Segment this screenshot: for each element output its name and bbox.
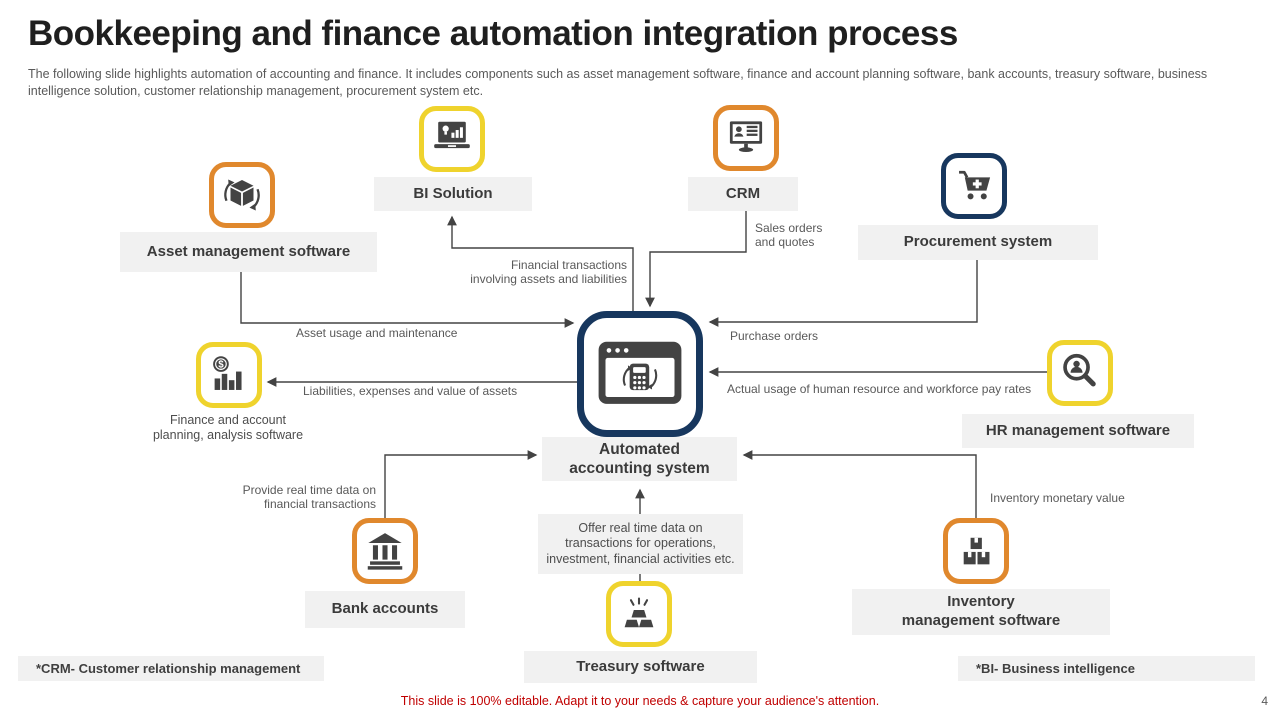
edge-label-financial-transactions: Financial transactions involving assets …	[470, 258, 627, 287]
edge-label-sales-orders: Sales orders and quotes	[755, 221, 823, 250]
edge-label-hr-usage: Actual usage of human resource and workf…	[727, 382, 1032, 396]
page-title: Bookkeeping and finance automation integ…	[28, 14, 958, 53]
search-person-icon	[1063, 353, 1096, 387]
edge-label-real-time-data: Provide real time data on financial tran…	[242, 483, 376, 512]
automated-accounting-label: Automated accounting system	[542, 437, 737, 481]
finance-planning-node: $	[196, 342, 262, 408]
page-number: 4	[1261, 694, 1268, 708]
bank-building-icon	[367, 533, 403, 570]
procurement-label: Procurement system	[858, 225, 1098, 260]
edge-asset-to-center	[240, 272, 575, 328]
asset-management-node	[209, 162, 275, 228]
footnote-crm: *CRM- Customer relationship management	[18, 656, 324, 681]
procurement-node	[941, 153, 1007, 219]
stacked-boxes-icon	[963, 537, 990, 565]
monitor-contact-icon	[729, 121, 763, 153]
bi-solution-label: BI Solution	[374, 177, 532, 211]
automated-accounting-node	[577, 311, 703, 437]
edge-inventory-to-center	[742, 450, 977, 518]
bi-solution-node	[419, 106, 485, 172]
asset-management-label: Asset management software	[120, 232, 377, 272]
editable-note: This slide is 100% editable. Adapt it to…	[400, 694, 880, 708]
edge-label-asset-usage: Asset usage and maintenance	[296, 326, 458, 340]
hr-management-node	[1047, 340, 1113, 406]
gold-bars-icon	[624, 597, 654, 628]
edge-bank-to-center	[384, 450, 538, 518]
edge-label-inventory-value: Inventory monetary value	[990, 491, 1125, 505]
edge-procurement-to-center	[708, 260, 978, 327]
crm-label: CRM	[688, 177, 798, 211]
inventory-node	[943, 518, 1009, 584]
laptop-analytics-icon	[434, 121, 470, 149]
offer-realtime-data-box: Offer real time data on transactions for…	[538, 514, 743, 574]
bank-accounts-label: Bank accounts	[305, 591, 465, 628]
bank-accounts-node	[352, 518, 418, 584]
finance-planning-label: Finance and account planning, analysis s…	[152, 413, 304, 442]
browser-calculator-icon	[598, 341, 682, 404]
cart-plus-icon	[959, 170, 991, 200]
edge-center-to-bi	[447, 215, 634, 311]
crm-node	[713, 105, 779, 171]
treasury-node	[606, 581, 672, 647]
edge-label-purchase-orders: Purchase orders	[730, 329, 819, 343]
edge-label-liabilities: Liabilities, expenses and value of asset…	[303, 384, 518, 398]
svg-text:$: $	[218, 360, 224, 371]
footnote-bi: *BI- Business intelligence	[958, 656, 1255, 681]
coin-bar-chart-icon: $	[213, 356, 242, 390]
inventory-label: Inventory management software	[852, 589, 1110, 635]
treasury-label: Treasury software	[524, 651, 757, 683]
edge-crm-to-center	[645, 211, 747, 308]
slide-subtitle: The following slide highlights automatio…	[28, 67, 1208, 98]
hr-management-label: HR management software	[962, 414, 1194, 448]
cube-sync-icon	[224, 179, 260, 211]
